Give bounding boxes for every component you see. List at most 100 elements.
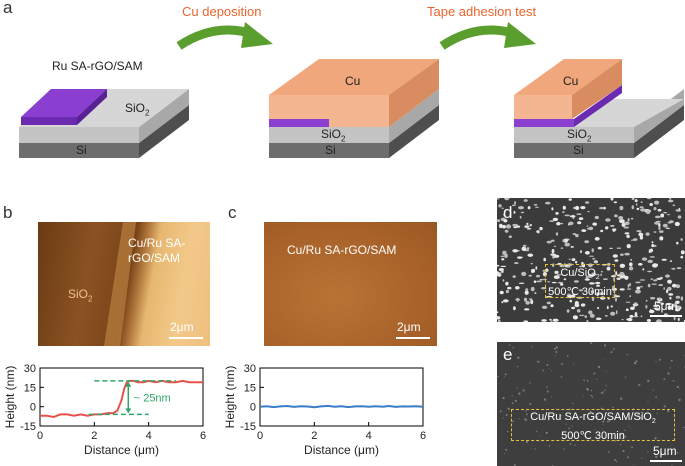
sem-d-grain bbox=[512, 275, 516, 278]
sem-d-grain bbox=[551, 207, 554, 211]
sem-d-grain bbox=[635, 281, 641, 284]
sio2-text: SiO bbox=[567, 127, 588, 141]
sem-d-grain bbox=[654, 215, 661, 219]
sem-e-speck bbox=[642, 412, 644, 415]
panel-b-letter: b bbox=[3, 203, 13, 222]
sem-d-grain bbox=[673, 316, 676, 321]
sem-d-grain bbox=[615, 297, 617, 302]
sem-d-grain bbox=[615, 295, 620, 298]
sem-e-speck bbox=[602, 420, 605, 423]
chart-b-ytick-label: 30 bbox=[24, 363, 36, 375]
sem-e-label-line1-text: Cu/Ru SA-rGO/SAM/SiO bbox=[530, 411, 652, 423]
sem-e-speck bbox=[550, 396, 552, 398]
sem-d-grain bbox=[568, 258, 571, 260]
sem-d-grain bbox=[676, 267, 682, 270]
sem-d-grain bbox=[570, 246, 574, 248]
sem-d-grain bbox=[653, 207, 657, 211]
sem-d-grain bbox=[592, 258, 596, 260]
sem-d-grain bbox=[660, 302, 664, 305]
sem-d-grain bbox=[641, 257, 648, 261]
sem-e-speck bbox=[554, 355, 556, 357]
sem-d-grain bbox=[512, 223, 518, 227]
chart-b-ylabel: Height (nm) bbox=[3, 366, 17, 429]
sem-d-grain bbox=[675, 295, 681, 299]
sem-d-grain bbox=[535, 206, 539, 208]
sem-d-grain bbox=[584, 278, 590, 281]
sem-d-grain bbox=[665, 274, 670, 278]
sem-d-grain bbox=[630, 306, 635, 310]
sem-e-speck bbox=[531, 346, 533, 348]
sem-e-speck bbox=[537, 360, 540, 363]
sem-e-scale-bar bbox=[650, 460, 682, 462]
schematic-block-3 bbox=[514, 59, 684, 158]
afm-b-right-label-line1: Cu/Ru SA- bbox=[128, 236, 186, 250]
sem-d-grain bbox=[624, 232, 630, 235]
sem-d-grain bbox=[605, 218, 611, 222]
sem-e-speck bbox=[514, 399, 517, 402]
sem-d-grain bbox=[501, 270, 504, 273]
sem-d-grain bbox=[578, 217, 584, 220]
afm-b-right-label: Cu/Ru SA- rGO/SAM bbox=[128, 236, 185, 266]
sem-d-grain bbox=[589, 313, 595, 318]
sem-d-grain bbox=[603, 206, 606, 210]
sem-d-grain bbox=[566, 309, 570, 313]
sio2-subscript: 2 bbox=[341, 134, 346, 144]
panel-e-letter: e bbox=[503, 345, 513, 364]
sem-e-speck bbox=[596, 413, 599, 416]
sem-d-grain bbox=[610, 311, 616, 316]
sem-d-grain bbox=[648, 249, 651, 254]
sem-d-grain bbox=[651, 283, 657, 285]
sem-d-grain bbox=[619, 271, 625, 276]
sem-e-speck bbox=[546, 386, 548, 388]
sem-d-grain bbox=[516, 225, 521, 228]
sem-e-speck bbox=[624, 429, 626, 431]
sem-d-grain bbox=[568, 221, 574, 226]
sem-d-grain bbox=[646, 198, 652, 200]
sem-e-speck bbox=[504, 373, 507, 376]
sem-d-grain bbox=[505, 224, 512, 229]
sem-d-grain bbox=[597, 307, 600, 309]
sem-e-speck bbox=[633, 463, 635, 465]
sem-d-grain bbox=[640, 201, 643, 203]
sem-e-speck bbox=[555, 346, 557, 348]
sem-d-grain bbox=[626, 234, 630, 238]
sem-d-grain bbox=[650, 278, 653, 280]
sem-d-grain bbox=[499, 223, 503, 229]
sem-d-grain bbox=[572, 233, 576, 235]
sem-e-speck bbox=[654, 437, 657, 440]
sem-e-speck bbox=[604, 389, 606, 391]
sem-e-speck bbox=[683, 354, 685, 356]
sem-d-grain bbox=[621, 222, 626, 227]
sem-d-grain bbox=[619, 205, 624, 211]
sem-d-grain bbox=[584, 251, 590, 255]
sem-e-speck bbox=[612, 406, 614, 409]
sem-e-speck bbox=[502, 397, 505, 400]
sem-d-grain bbox=[602, 278, 608, 280]
sem-d-grain bbox=[615, 271, 618, 276]
sem-d-grain bbox=[584, 240, 590, 244]
sem-e-speck bbox=[628, 425, 630, 427]
chart-b-plot-frame bbox=[39, 367, 204, 427]
sem-d-grain bbox=[515, 286, 520, 290]
sem-d-grain bbox=[505, 289, 509, 294]
sem-e-speck bbox=[664, 455, 666, 457]
sem-e-speck bbox=[518, 392, 521, 395]
sio2-subscript: 2 bbox=[587, 134, 592, 144]
sem-d-grain bbox=[653, 279, 658, 282]
sem-d-grain bbox=[656, 319, 662, 322]
sem-d-grain bbox=[624, 252, 630, 256]
sem-d-grain bbox=[529, 223, 532, 227]
sem-e-speck bbox=[549, 368, 550, 369]
sem-d-grain bbox=[620, 253, 624, 256]
sem-e-speck bbox=[671, 342, 673, 343]
sem-e-speck bbox=[652, 389, 654, 391]
sem-e-speck bbox=[530, 413, 533, 415]
sem-e-speck bbox=[561, 415, 563, 417]
sem-d-grain bbox=[594, 237, 600, 241]
sem-d-grain bbox=[571, 306, 576, 310]
sem-e-speck bbox=[561, 362, 563, 365]
sem-d-grain bbox=[647, 259, 653, 264]
sem-d-grain bbox=[497, 273, 502, 277]
sem-d-grain bbox=[520, 211, 525, 214]
chart-c-ylabel: Height (nm) bbox=[223, 366, 237, 429]
